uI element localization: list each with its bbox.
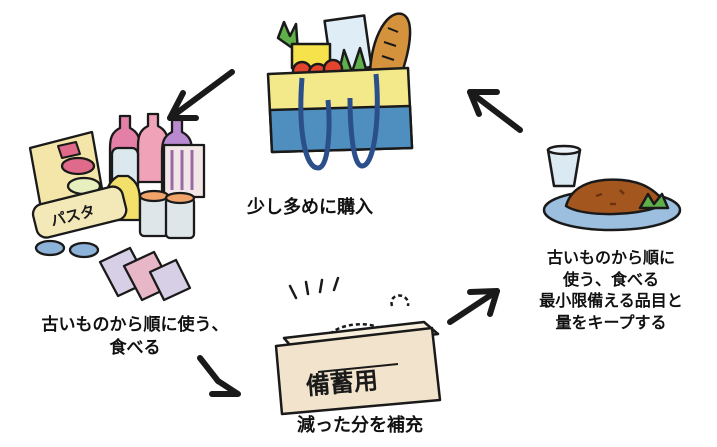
baguette-icon: [368, 12, 412, 80]
tuna-can-icon: [34, 239, 66, 257]
curry-icon: [564, 178, 666, 216]
step-eat-line-2: 食べる: [109, 337, 161, 358]
step-eat-line-1: 古いものから順に使う、: [41, 315, 229, 335]
bag-stripe: [268, 104, 414, 154]
glass-icon: [546, 148, 582, 188]
step-eat-label: 古いものから順に使う、 食べる: [0, 314, 270, 360]
shopping-bag-illustration: [266, 12, 414, 171]
arrow-bottom-right: [447, 288, 500, 325]
bag-handle-icon: [298, 77, 332, 171]
stockpile-items-illustration: パスタ: [28, 112, 206, 302]
salad-icon: [638, 192, 670, 210]
box-front: [274, 326, 442, 416]
step-keep-line-1: 古いものから順に: [546, 248, 675, 267]
arrow-top-right: [467, 89, 523, 133]
step-keep-line-3: 最小限備える品目と: [539, 291, 683, 311]
step-keep-label: 古いものから順に 使う、食べる 最小限備える品目と 量をキープする: [505, 247, 717, 333]
step-keep-line-4: 量をキープする: [555, 312, 667, 332]
curry-meal-illustration: [542, 144, 682, 232]
arrow-bottom-left: [197, 355, 241, 397]
arrow-top-left: [167, 69, 235, 121]
step-replenish-label: 減った分を補充: [297, 415, 423, 436]
stockpile-box-illustration: 備蓄用: [274, 276, 442, 416]
step-buy-label: 少し多めに購入: [247, 197, 373, 218]
box-label: 備蓄用: [305, 366, 379, 400]
pasta-package-icon: パスタ: [31, 185, 128, 239]
step-keep-line-2: 使う、食べる: [562, 269, 659, 289]
